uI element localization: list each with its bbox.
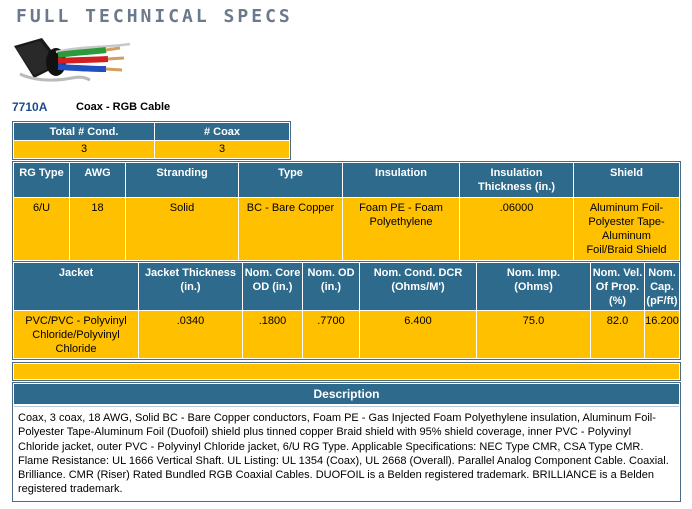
value-insulation: Foam PE - Foam Polyethylene bbox=[343, 198, 459, 260]
construction-table: RG Type AWG Stranding Type Insulation In… bbox=[12, 161, 681, 262]
header-capacitance: Nom. Cap. (pF/ft) bbox=[645, 263, 679, 310]
header-cond-dcr: Nom. Cond. DCR (Ohms/M') bbox=[360, 263, 476, 310]
value-rg-type: 6/U bbox=[14, 198, 69, 260]
rgb-coax-cable-icon bbox=[14, 38, 131, 82]
product-name: Coax - RGB Cable bbox=[76, 101, 171, 113]
header-shield: Shield bbox=[574, 163, 679, 197]
header-jacket: Jacket bbox=[14, 263, 138, 310]
value-nom-od: .7700 bbox=[303, 311, 359, 358]
part-number: 7710A bbox=[12, 100, 48, 114]
header-nom-od: Nom. OD (in.) bbox=[303, 263, 359, 310]
header-total-cond: Total # Cond. bbox=[14, 123, 154, 140]
value-core-od: .1800 bbox=[243, 311, 302, 358]
value-type: BC - Bare Copper bbox=[239, 198, 342, 260]
header-jacket-thickness: Jacket Thickness (in.) bbox=[139, 263, 242, 310]
value-vel-prop: 82.0 bbox=[591, 311, 644, 358]
value-stranding: Solid bbox=[126, 198, 238, 260]
header-insulation-thickness: Insulation Thickness (in.) bbox=[460, 163, 573, 197]
value-capacitance: 16.200 bbox=[645, 311, 679, 358]
header-stranding: Stranding bbox=[126, 163, 238, 197]
description-heading: Description bbox=[14, 384, 679, 404]
value-cond-dcr: 6.400 bbox=[360, 311, 476, 358]
header-insulation: Insulation bbox=[343, 163, 459, 197]
separator-bar bbox=[12, 362, 681, 381]
value-insulation-thickness: .06000 bbox=[460, 198, 573, 260]
value-jacket-thickness: .0340 bbox=[139, 311, 242, 358]
header-type: Type bbox=[239, 163, 342, 197]
header-rg-type: RG Type bbox=[14, 163, 69, 197]
header-core-od: Nom. Core OD (in.) bbox=[243, 263, 302, 310]
description-text: Coax, 3 coax, 18 AWG, Solid BC - Bare Co… bbox=[14, 406, 679, 500]
value-awg: 18 bbox=[70, 198, 125, 260]
value-total-cond: 3 bbox=[14, 141, 154, 158]
description-panel: Description Coax, 3 coax, 18 AWG, Solid … bbox=[12, 382, 681, 502]
value-jacket: PVC/PVC - Polyvinyl Chloride/Polyvinyl C… bbox=[14, 311, 138, 358]
header-impedance: Nom. Imp. (Ohms) bbox=[477, 263, 590, 310]
page-title: FULL TECHNICAL SPECS bbox=[16, 6, 293, 27]
electrical-table: Jacket Jacket Thickness (in.) Nom. Core … bbox=[12, 261, 681, 360]
header-vel-prop: Nom. Vel. Of Prop. (%) bbox=[591, 263, 644, 310]
value-shield: Aluminum Foil-Polyester Tape-Aluminum Fo… bbox=[574, 198, 679, 260]
value-impedance: 75.0 bbox=[477, 311, 590, 358]
summary-table: Total # Cond. # Coax 3 3 bbox=[12, 121, 291, 160]
header-awg: AWG bbox=[70, 163, 125, 197]
header-coax-count: # Coax bbox=[155, 123, 289, 140]
value-coax-count: 3 bbox=[155, 141, 289, 158]
